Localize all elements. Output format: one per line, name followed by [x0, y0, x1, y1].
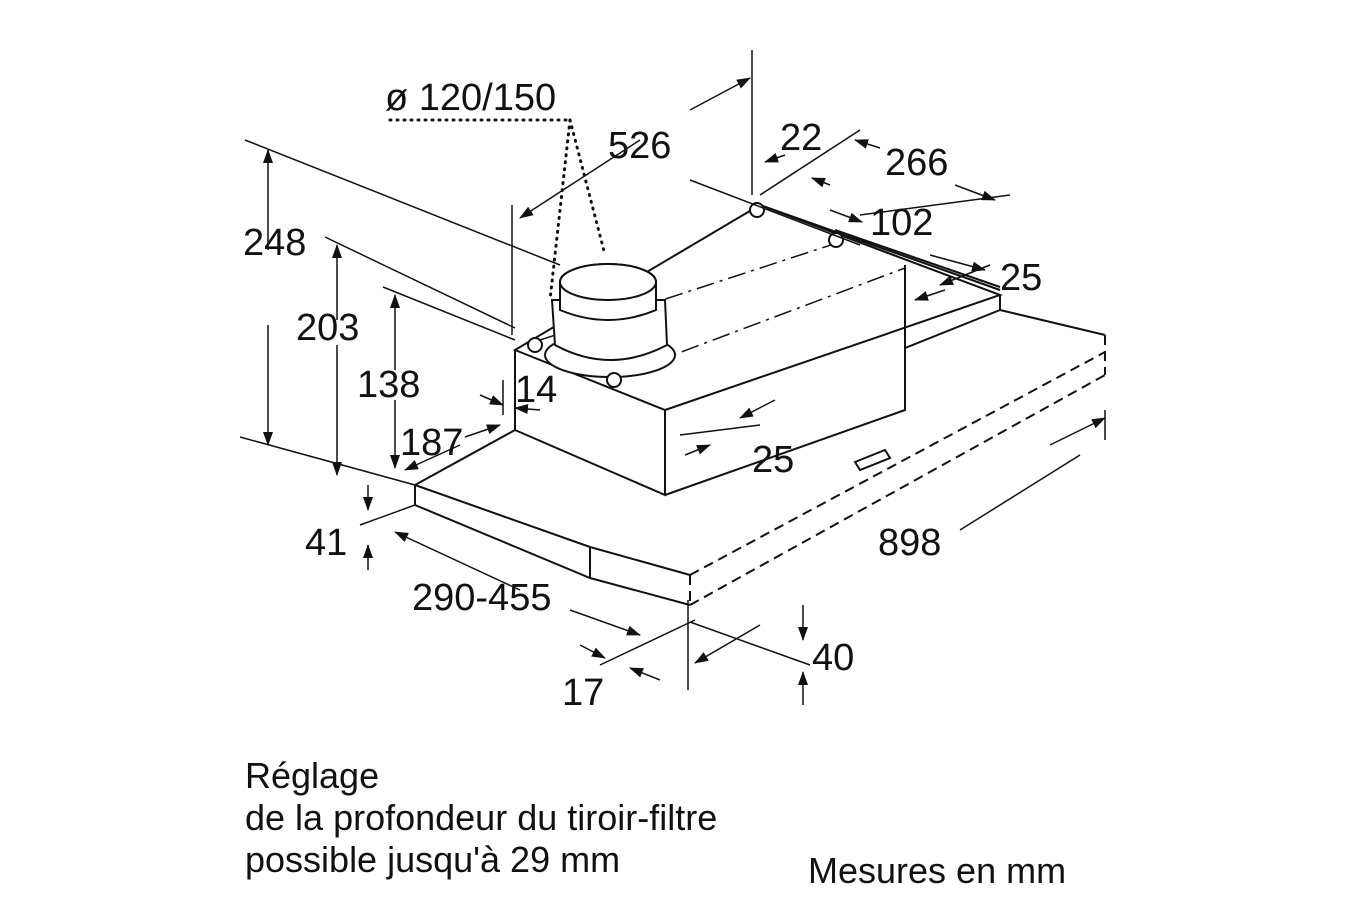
dim-40: 40	[812, 637, 854, 679]
dim-187: 187	[400, 422, 463, 464]
dim-266: 266	[885, 142, 948, 184]
dim-898: 898	[878, 522, 941, 564]
dim-290-455: 290-455	[412, 577, 551, 619]
duct-leader	[388, 118, 607, 302]
dim-41: 41	[305, 522, 347, 564]
dimension-lines	[239, 50, 1106, 705]
dim-22: 22	[780, 117, 822, 159]
dim-203: 203	[296, 307, 359, 349]
dim-102: 102	[870, 202, 933, 244]
dim-25-right: 25	[1000, 257, 1042, 299]
dimension-labels: ø 120/150 526 22 266 102 25 248 203 138 …	[243, 77, 1042, 714]
duct-collar	[527, 202, 844, 388]
note-line-2: de la profondeur du tiroir-filtre	[245, 797, 718, 838]
dim-17: 17	[562, 672, 604, 714]
dim-248: 248	[243, 222, 306, 264]
dim-25-mid: 25	[752, 439, 794, 481]
duct-diameter-label: ø 120/150	[385, 77, 556, 119]
note-block: Réglage de la profondeur du tiroir-filtr…	[245, 755, 717, 881]
dim-138: 138	[357, 364, 420, 406]
units-note: Mesures en mm	[808, 850, 1067, 891]
dim-526: 526	[608, 125, 671, 167]
note-line-1: Réglage	[245, 755, 380, 796]
note-line-3: possible jusqu'à 29 mm	[245, 839, 621, 880]
dim-14: 14	[515, 369, 557, 411]
